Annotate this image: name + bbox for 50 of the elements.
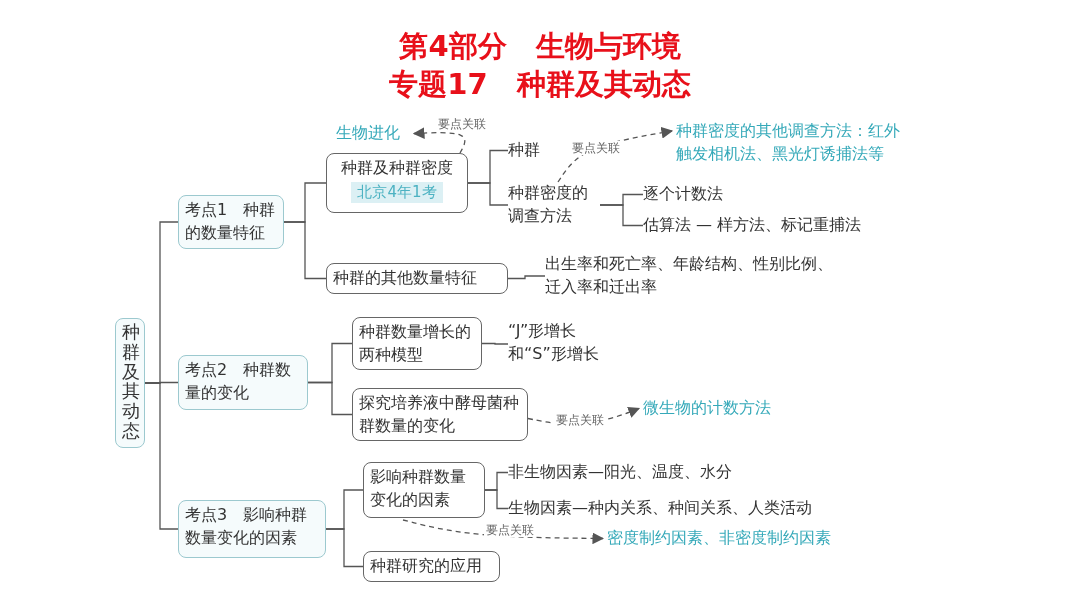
connector-line <box>144 382 179 530</box>
branch-text: 种群密度的调查方法 <box>508 182 600 228</box>
branch-text: 生物因素—种内关系、种间关系、人类活动 <box>508 497 898 520</box>
connector-line <box>507 275 546 280</box>
related-point-text: 微生物的计数方法 <box>643 397 793 420</box>
box-label: 考点1 种群的数量特征 <box>185 200 276 242</box>
topic-box <box>178 500 326 558</box>
box-label: 种群及种群密度 <box>341 158 453 177</box>
edge-label: 要点关联 <box>484 523 536 537</box>
concept-box <box>326 153 468 213</box>
box-label: 考点2 种群数量的变化 <box>185 360 292 402</box>
related-point-text: 种群密度的其他调查方法：红外触发相机法、黑光灯诱捕法等 <box>676 120 912 166</box>
connector-line <box>307 381 353 416</box>
connector-line <box>283 221 327 280</box>
connector-line <box>325 528 364 568</box>
root-label: 种群及其动态 <box>122 322 140 441</box>
branch-text: 非生物因素—阳光、温度、水分 <box>508 461 808 484</box>
dashed-arrow <box>402 519 605 545</box>
subtitle: 专题17 种群及其动态 <box>388 66 692 102</box>
branch-text: 估算法 — 样方法、标记重捕法 <box>643 214 893 237</box>
connector-line <box>599 204 644 227</box>
box-label: 考点3 影响种群数量变化的因素 <box>185 505 308 547</box>
box-label: 种群研究的应用 <box>370 556 482 575</box>
exam-frequency-tag: 北京4年1考 <box>351 181 443 203</box>
edge-label: 要点关联 <box>570 141 622 155</box>
edge-label: 要点关联 <box>436 117 488 131</box>
title: 第4部分 生物与环境 <box>398 28 682 64</box>
dashed-arrow <box>412 127 466 154</box>
branch-text: 逐个计数法 <box>643 183 733 206</box>
concept-box <box>352 317 482 371</box>
topic-box <box>115 318 145 448</box>
connector-line <box>481 342 509 345</box>
box-label: 种群的其他数量特征 <box>333 268 477 287</box>
concept-box <box>326 263 508 294</box>
topic-box <box>178 355 308 410</box>
box-label: 影响种群数量变化的因素 <box>370 467 466 509</box>
branch-text: 种群 <box>508 139 548 162</box>
branch-text: “J”形增长和“S”形增长 <box>508 320 620 368</box>
edge-label: 要点关联 <box>554 413 606 427</box>
concept-box <box>363 462 485 518</box>
concept-box <box>363 551 500 582</box>
box-label: 探究培养液中酵母菌种群数量的变化 <box>359 393 519 435</box>
box-label: 种群数量增长的两种模型 <box>359 322 471 364</box>
related-point-text: 密度制约因素、非密度制约因素 <box>607 527 877 550</box>
concept-box <box>352 388 528 442</box>
connector-line <box>467 182 509 206</box>
related-point-text: 生物进化 <box>336 122 410 145</box>
topic-box <box>178 195 284 249</box>
branch-text: 出生率和死亡率、年龄结构、性别比例、迁入率和迁出率 <box>545 253 845 299</box>
connector-line <box>484 489 509 510</box>
